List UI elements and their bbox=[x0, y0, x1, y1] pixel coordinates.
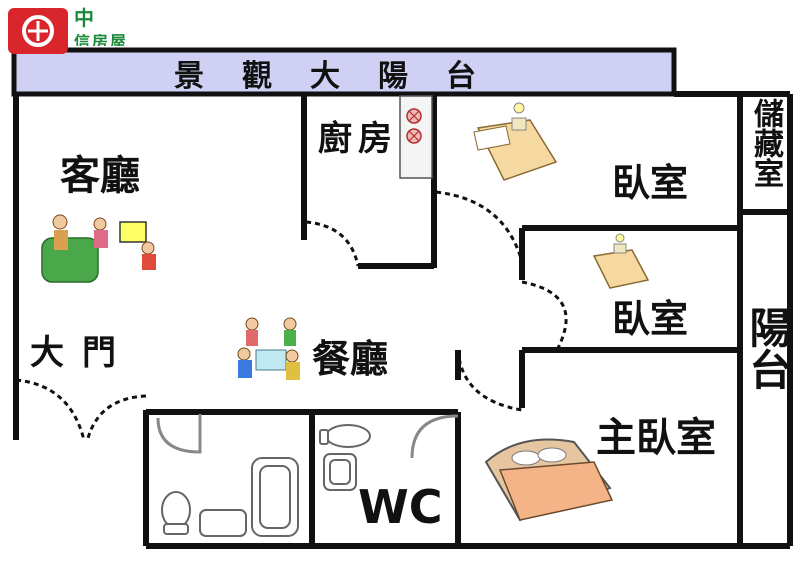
room-label-dining-room: 餐廳 bbox=[312, 337, 389, 381]
view-balcony-banner bbox=[11, 47, 677, 97]
room-label-entrance: 大門 bbox=[30, 333, 134, 373]
brand-name: 中 bbox=[74, 6, 94, 30]
room-label-storage: 儲藏室 bbox=[748, 98, 783, 188]
bed-middle bbox=[592, 233, 650, 289]
dining-people bbox=[237, 317, 300, 380]
bathroom-fixtures bbox=[161, 424, 371, 537]
room-label-wc: WC bbox=[358, 480, 443, 534]
banner-label: 景觀大陽台 bbox=[174, 59, 514, 94]
door-arcs bbox=[156, 414, 459, 459]
room-label-bedroom-middle: 臥室 bbox=[612, 297, 689, 341]
walls bbox=[13, 91, 793, 549]
brand-logo bbox=[8, 8, 68, 54]
room-label-balcony: 陽台 bbox=[743, 306, 792, 390]
room-label-kitchen: 廚房 bbox=[318, 119, 398, 159]
door-swings bbox=[15, 190, 568, 441]
living-room-people bbox=[41, 214, 156, 283]
room-label-bedroom-top: 臥室 bbox=[612, 161, 689, 205]
bed-master bbox=[484, 438, 614, 522]
bed-top bbox=[473, 102, 558, 181]
room-label-living-room: 客廳 bbox=[60, 153, 140, 199]
room-label-master-bedroom: 主臥室 bbox=[596, 415, 716, 461]
brand-name-sub: 信房屋 bbox=[74, 34, 129, 46]
kitchen-counter bbox=[399, 95, 433, 179]
